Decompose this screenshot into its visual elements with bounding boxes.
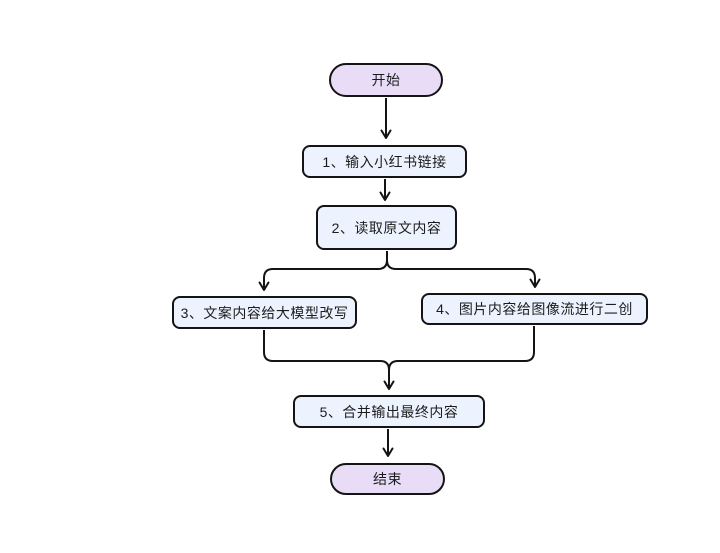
node-step-5-label: 5、合并输出最终内容 [319, 403, 459, 420]
node-step-2-read-content[interactable]: 2、读取原文内容 [316, 205, 457, 250]
edge-step2-to-step3 [258, 251, 388, 291]
node-step-3-rewrite-copy[interactable]: 3、文案内容给大模型改写 [172, 296, 357, 329]
node-start[interactable]: 开始 [329, 63, 443, 97]
edge-step3-to-merge [263, 330, 390, 371]
node-step-3-label: 3、文案内容给大模型改写 [180, 304, 349, 321]
node-step-5-merge-output[interactable]: 5、合并输出最终内容 [293, 395, 485, 428]
node-end[interactable]: 结束 [330, 463, 445, 495]
node-step-2-label: 2、读取原文内容 [331, 219, 442, 236]
node-step-4-recreate-images[interactable]: 4、图片内容给图像流进行二创 [421, 293, 648, 325]
node-step-4-label: 4、图片内容给图像流进行二创 [436, 301, 633, 317]
edge-step2-to-step4 [386, 251, 541, 288]
node-step-1-input-link[interactable]: 1、输入小红书链接 [302, 145, 467, 178]
edge-step4-to-merge [388, 326, 535, 371]
node-step-1-label: 1、输入小红书链接 [322, 153, 447, 170]
node-start-label: 开始 [371, 72, 401, 88]
node-end-label: 结束 [373, 471, 402, 487]
